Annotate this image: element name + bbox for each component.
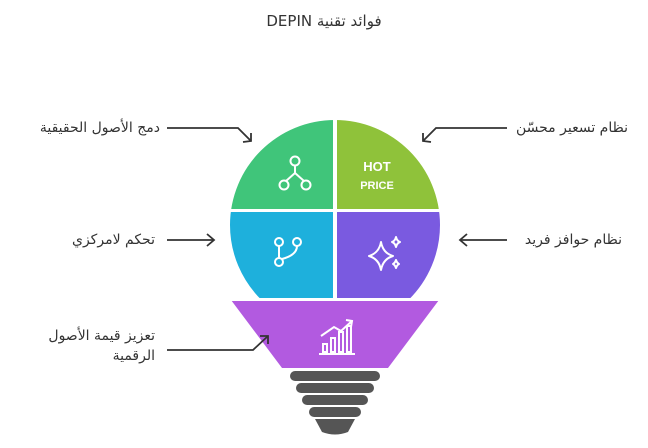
label-middle-left: تحكم لامركزي	[72, 232, 155, 248]
arrow-top-left	[167, 127, 252, 143]
label-bottom-line2: الرقمية	[112, 348, 155, 364]
arrow-middle-left	[167, 233, 216, 247]
sparkle-icon	[368, 236, 401, 271]
hot-text: HOT	[363, 159, 391, 174]
label-bottom-line1: تعزيز قيمة الأصول	[48, 328, 155, 344]
label-top-right: نظام تسعير محسّن	[516, 120, 628, 136]
arrow-bottom-left	[167, 335, 269, 351]
hierarchy-icon	[278, 155, 312, 191]
price-text: PRICE	[360, 180, 394, 192]
diagram-title: فوائد تقنية DEPIN	[266, 12, 382, 30]
bulb-base	[290, 371, 380, 435]
branch-icon	[274, 237, 302, 267]
label-top-left: دمج الأصول الحقيقية	[39, 120, 160, 136]
segment-bottom	[230, 301, 440, 368]
growth-chart-icon	[319, 319, 355, 355]
arrow-top-right	[422, 127, 507, 143]
arrow-middle-right	[458, 233, 507, 247]
segment-top-left	[230, 120, 333, 209]
hot-price-icon: HOT PRICE	[360, 159, 394, 192]
label-middle-right: نظام حوافز فريد	[524, 232, 622, 248]
segment-middle-left	[230, 212, 333, 298]
